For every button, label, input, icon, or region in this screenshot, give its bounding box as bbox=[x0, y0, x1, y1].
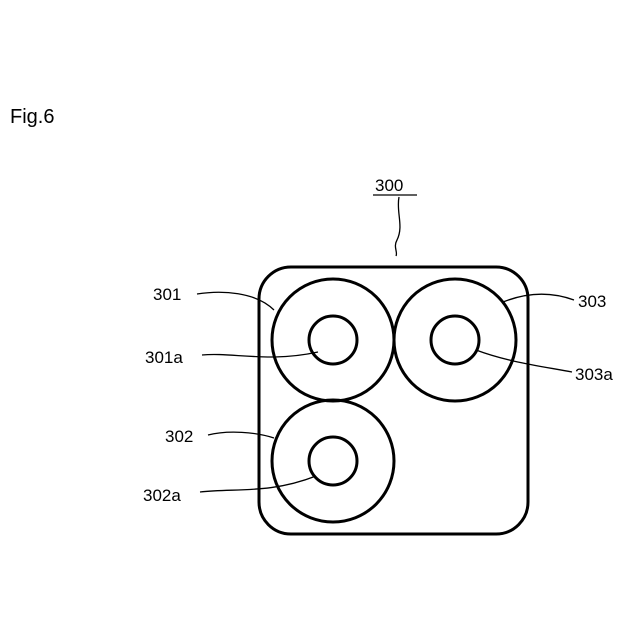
label-301: 301 bbox=[153, 285, 181, 304]
housing-outline bbox=[259, 267, 528, 534]
unit-301-outer-ring bbox=[272, 279, 394, 401]
label-302: 302 bbox=[165, 427, 193, 446]
label-303: 303 bbox=[578, 292, 606, 311]
label-303a: 303a bbox=[575, 365, 613, 384]
figure-label: Fig.6 bbox=[10, 106, 54, 128]
unit-303-inner-core bbox=[431, 316, 479, 364]
label-301a: 301a bbox=[145, 348, 183, 367]
leader-302 bbox=[208, 432, 274, 438]
leader-303a bbox=[476, 350, 572, 372]
unit-302-outer-ring bbox=[272, 400, 394, 522]
device-leader-line bbox=[395, 197, 400, 256]
device-label: 300 bbox=[375, 176, 403, 195]
leader-301 bbox=[197, 292, 274, 310]
unit-301-inner-core bbox=[309, 316, 357, 364]
label-302a: 302a bbox=[143, 486, 181, 505]
unit-302-inner-core bbox=[309, 437, 357, 485]
unit-303-outer-ring bbox=[394, 279, 516, 401]
leader-303 bbox=[503, 294, 574, 302]
